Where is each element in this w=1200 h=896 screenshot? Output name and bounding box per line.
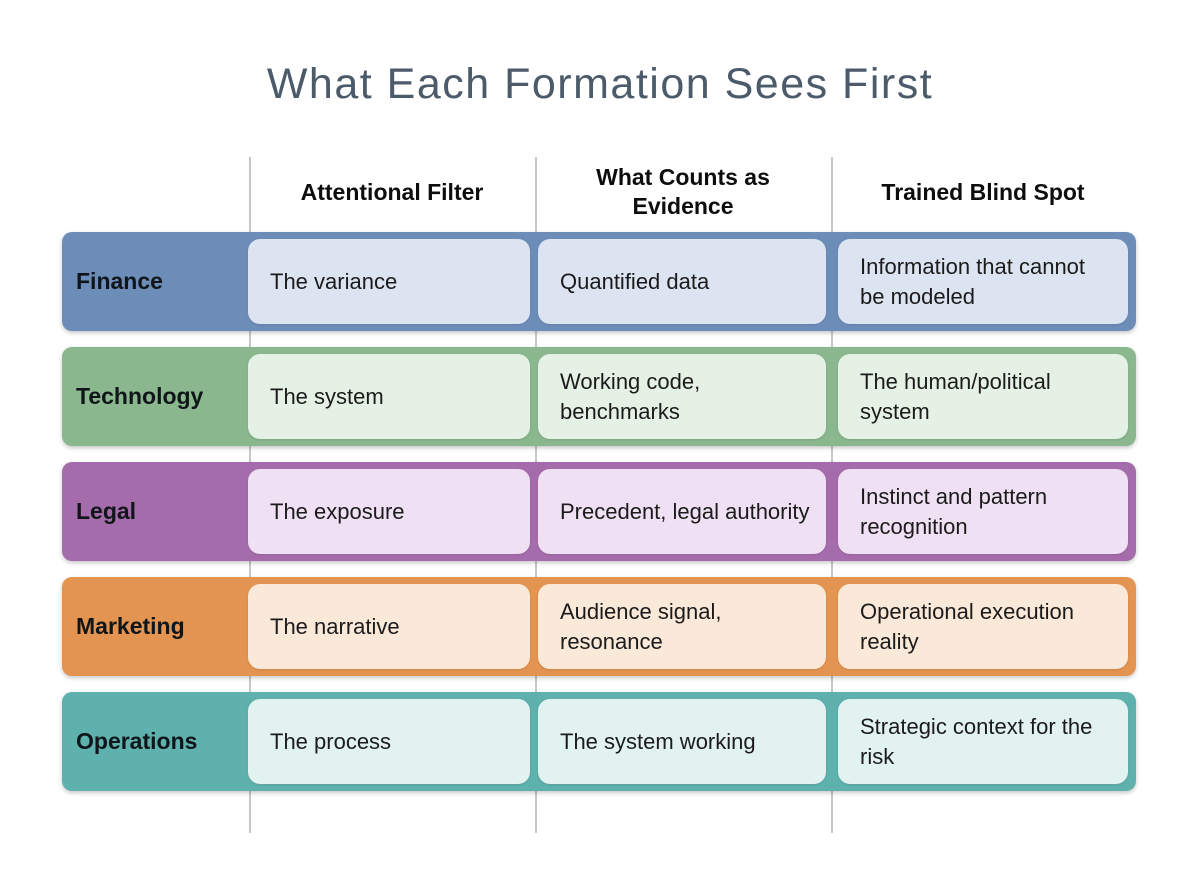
cell-attentional-filter: The system <box>248 354 530 439</box>
page-title: What Each Formation Sees First <box>266 60 934 108</box>
table-row-finance: Finance The variance Quantified data Inf… <box>62 232 1136 331</box>
cell-text: Operational execution reality <box>860 598 1075 654</box>
cell-attentional-filter: The exposure <box>248 469 530 554</box>
cell-text: Audience signal, resonance <box>560 598 722 654</box>
cell-text: The narrative <box>270 613 400 639</box>
cell-attentional-filter: The process <box>248 699 530 784</box>
cell-text: The system <box>270 383 384 409</box>
cell-what-counts-as-evidence: Working code, benchmarks <box>538 354 826 439</box>
cell-trained-blind-spot: Information that cannot be modeled <box>838 239 1128 324</box>
cell-what-counts-as-evidence: Quantified data <box>538 239 826 324</box>
cell-trained-blind-spot: Operational execution reality <box>838 584 1128 669</box>
cell-what-counts-as-evidence: Precedent, legal authority <box>538 469 826 554</box>
cell-attentional-filter: The variance <box>248 239 530 324</box>
table-header-row: Attentional Filter What Counts as Eviden… <box>0 157 1200 227</box>
column-header-what-counts-as-evidence: What Counts as Evidence <box>596 164 770 219</box>
cell-text: Precedent, legal authority <box>560 498 810 524</box>
row-label: Technology <box>76 383 204 409</box>
cell-text: The exposure <box>270 498 405 524</box>
row-label: Operations <box>76 728 198 754</box>
cell-trained-blind-spot: Strategic context for the risk <box>838 699 1128 784</box>
cell-trained-blind-spot: The human/political system <box>838 354 1128 439</box>
cell-what-counts-as-evidence: Audience signal, resonance <box>538 584 826 669</box>
cell-text: Information that cannot be modeled <box>860 253 1086 309</box>
column-header-trained-blind-spot: Trained Blind Spot <box>881 178 1085 205</box>
cell-text: The process <box>270 728 392 754</box>
table-body: Finance The variance Quantified data Inf… <box>62 232 1136 791</box>
cell-text: The human/political system <box>860 368 1051 424</box>
cell-text: Quantified data <box>560 268 710 294</box>
cell-text: Instinct and pattern recognition <box>860 483 1048 539</box>
table-row-technology: Technology The system Working code, benc… <box>62 347 1136 446</box>
cell-text: Working code, benchmarks <box>560 368 701 424</box>
cell-trained-blind-spot: Instinct and pattern recognition <box>838 469 1128 554</box>
cell-text: The system working <box>560 728 756 754</box>
row-label: Legal <box>76 498 137 524</box>
row-label: Marketing <box>76 613 185 639</box>
table-row-operations: Operations The process The system workin… <box>62 692 1136 791</box>
cell-what-counts-as-evidence: The system working <box>538 699 826 784</box>
cell-text: The variance <box>270 268 398 294</box>
table-row-legal: Legal The exposure Precedent, legal auth… <box>62 462 1136 561</box>
cell-text: Strategic context for the risk <box>860 713 1093 769</box>
table-row-marketing: Marketing The narrative Audience signal,… <box>62 577 1136 676</box>
cell-attentional-filter: The narrative <box>248 584 530 669</box>
column-header-attentional-filter: Attentional Filter <box>300 178 484 205</box>
row-label: Finance <box>76 268 163 294</box>
